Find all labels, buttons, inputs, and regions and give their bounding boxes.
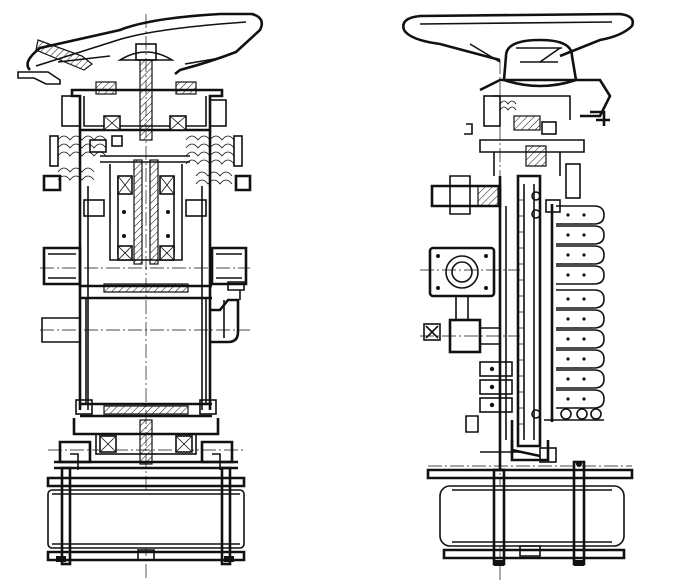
central-column xyxy=(78,130,212,410)
side-rod xyxy=(430,174,561,470)
side-tail xyxy=(480,440,557,463)
side-section-view xyxy=(402,12,635,580)
side-bosses xyxy=(41,246,248,343)
base-block xyxy=(54,418,238,470)
bottom-frame xyxy=(46,466,246,566)
lower-drum xyxy=(75,281,245,418)
side-top-mechanism xyxy=(464,78,612,199)
side-bottom-frame xyxy=(426,460,634,566)
side-handwheel xyxy=(402,12,635,88)
limit-switches xyxy=(465,361,513,433)
front-section-view xyxy=(17,12,264,580)
contact-fingers xyxy=(544,204,605,422)
side-bearing-housing xyxy=(423,246,500,354)
top-housing xyxy=(61,59,227,141)
spring-section xyxy=(42,135,252,192)
